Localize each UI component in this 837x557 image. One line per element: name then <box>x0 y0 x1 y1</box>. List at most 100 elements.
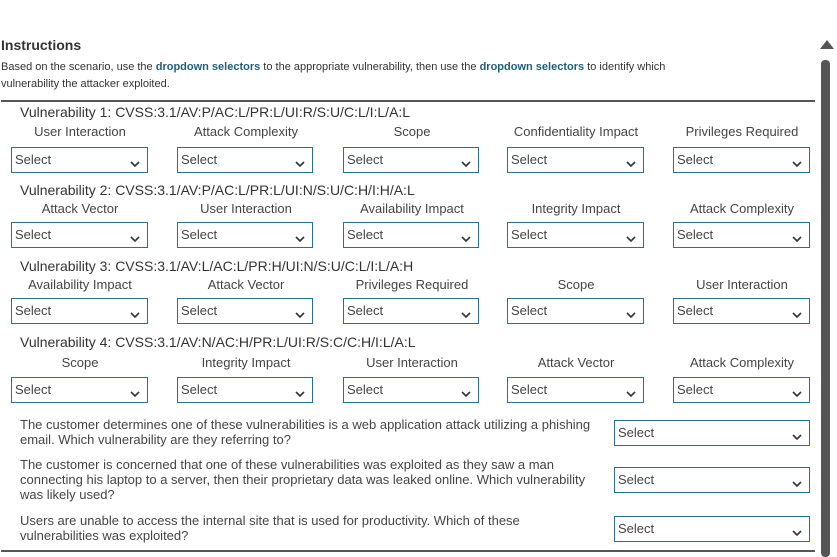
select-value: Select <box>347 382 384 397</box>
vulnerability-3-title: Vulnerability 3: CVSS:3.1/AV:L/AC:L/PR:H… <box>20 258 414 274</box>
vuln-3-field-4-dropdown[interactable]: Select <box>507 298 644 324</box>
vulnerability-2-title: Vulnerability 2: CVSS:3.1/AV:P/AC:L/PR:L… <box>20 182 415 198</box>
select-value: Select <box>15 303 52 318</box>
instructions-section: Instructions Based on the scenario, use … <box>1 36 815 93</box>
vuln-1-field-1-dropdown[interactable]: Select <box>11 147 148 173</box>
field-label: Attack Vector <box>537 355 615 370</box>
vuln-3-field-1-dropdown[interactable]: Select <box>11 298 148 324</box>
field-label: Integrity Impact <box>201 355 291 370</box>
chevron-down-icon <box>625 229 637 243</box>
scroll-up-arrow-icon[interactable] <box>820 40 834 49</box>
select-value: Select <box>347 152 384 167</box>
chevron-down-icon <box>129 154 141 168</box>
chevron-down-icon <box>791 384 803 398</box>
select-value: Select <box>181 303 218 318</box>
select-value: Select <box>15 152 52 167</box>
chevron-down-icon <box>625 384 637 398</box>
field-label: Attack Complexity <box>689 201 795 216</box>
vuln-2-field-5-dropdown[interactable]: Select <box>673 222 810 248</box>
vulnerability-4-title: Vulnerability 4: CVSS:3.1/AV:N/AC:H/PR:L… <box>20 334 416 350</box>
vuln-1-field-4-dropdown[interactable]: Select <box>507 147 644 173</box>
field-label: Availability Impact <box>28 277 132 292</box>
field-label: Scope <box>557 277 595 292</box>
select-value: Select <box>15 382 52 397</box>
vuln-4-field-3-dropdown[interactable]: Select <box>343 377 479 403</box>
field-label: User Interaction <box>200 201 292 216</box>
vuln-4-field-1-dropdown[interactable]: Select <box>11 377 148 403</box>
field-label: Attack Complexity <box>689 355 795 370</box>
chevron-down-icon <box>294 229 306 243</box>
chevron-down-icon <box>294 305 306 319</box>
question-2-text: The customer is concerned that one of th… <box>20 457 586 502</box>
vuln-3-field-5-dropdown[interactable]: Select <box>673 298 810 324</box>
chevron-down-icon <box>129 229 141 243</box>
instructions-title: Instructions <box>1 37 82 53</box>
question-3-dropdown[interactable]: Select <box>614 516 810 542</box>
top-divider <box>1 100 815 102</box>
select-value: Select <box>181 227 218 242</box>
select-value: Select <box>181 152 218 167</box>
field-label: Privileges Required <box>685 124 799 139</box>
chevron-down-icon <box>791 154 803 168</box>
select-value: Select <box>181 382 218 397</box>
field-label: Availability Impact <box>360 201 464 216</box>
vuln-1-field-3-dropdown[interactable]: Select <box>343 147 479 173</box>
scrollbar-thumb[interactable] <box>821 60 830 557</box>
chevron-down-icon <box>294 384 306 398</box>
select-value: Select <box>511 152 548 167</box>
question-1-text: The customer determines one of these vul… <box>20 417 591 447</box>
vuln-4-field-4-dropdown[interactable]: Select <box>507 377 644 403</box>
field-label: Integrity Impact <box>531 201 621 216</box>
field-label: Attack Complexity <box>193 124 299 139</box>
chevron-down-icon <box>460 384 472 398</box>
chevron-down-icon <box>129 305 141 319</box>
select-value: Select <box>347 227 384 242</box>
select-value: Select <box>511 382 548 397</box>
vuln-3-field-2-dropdown[interactable]: Select <box>177 298 313 324</box>
chevron-down-icon <box>625 154 637 168</box>
question-3-text: Users are unable to access the internal … <box>20 513 520 543</box>
vuln-3-field-3-dropdown[interactable]: Select <box>343 298 479 324</box>
chevron-down-icon <box>791 229 803 243</box>
instructions-text: Based on the scenario, use the dropdown … <box>1 59 671 93</box>
chevron-down-icon <box>791 523 803 537</box>
field-label: Attack Vector <box>41 201 119 216</box>
vulnerability-1-title: Vulnerability 1: CVSS:3.1/AV:P/AC:L/PR:L… <box>20 104 411 120</box>
chevron-down-icon <box>625 305 637 319</box>
chevron-down-icon <box>460 305 472 319</box>
select-value: Select <box>618 425 655 440</box>
question-2-dropdown[interactable]: Select <box>614 467 810 493</box>
chevron-down-icon <box>294 154 306 168</box>
instructions-emphasis-2: dropdown selectors <box>479 61 585 73</box>
select-value: Select <box>511 303 548 318</box>
vuln-4-field-5-dropdown[interactable]: Select <box>673 377 810 403</box>
question-1-dropdown[interactable]: Select <box>614 420 810 446</box>
field-label: Privileges Required <box>355 277 469 292</box>
chevron-down-icon <box>460 229 472 243</box>
field-label: Attack Vector <box>207 277 285 292</box>
select-value: Select <box>347 303 384 318</box>
select-value: Select <box>677 227 714 242</box>
chevron-down-icon <box>791 427 803 441</box>
vuln-2-field-1-dropdown[interactable]: Select <box>11 222 148 248</box>
chevron-down-icon <box>460 154 472 168</box>
bottom-divider <box>1 550 815 552</box>
vuln-2-field-4-dropdown[interactable]: Select <box>507 222 644 248</box>
select-value: Select <box>677 152 714 167</box>
select-value: Select <box>618 472 655 487</box>
field-label: Scope <box>393 124 431 139</box>
vuln-1-field-5-dropdown[interactable]: Select <box>673 147 810 173</box>
field-label: Scope <box>61 355 99 370</box>
instructions-text-2: to the appropriate vulnerability, then u… <box>260 61 480 73</box>
select-value: Select <box>677 382 714 397</box>
vuln-1-field-2-dropdown[interactable]: Select <box>177 147 313 173</box>
field-label: User Interaction <box>34 124 126 139</box>
chevron-down-icon <box>129 384 141 398</box>
select-value: Select <box>618 521 655 536</box>
vuln-2-field-3-dropdown[interactable]: Select <box>343 222 479 248</box>
instructions-text-3: to identify which vulnerability the atta… <box>1 61 666 90</box>
vertical-scrollbar[interactable] <box>817 36 837 557</box>
field-label: User Interaction <box>366 355 458 370</box>
vuln-4-field-2-dropdown[interactable]: Select <box>177 377 313 403</box>
vuln-2-field-2-dropdown[interactable]: Select <box>177 222 313 248</box>
